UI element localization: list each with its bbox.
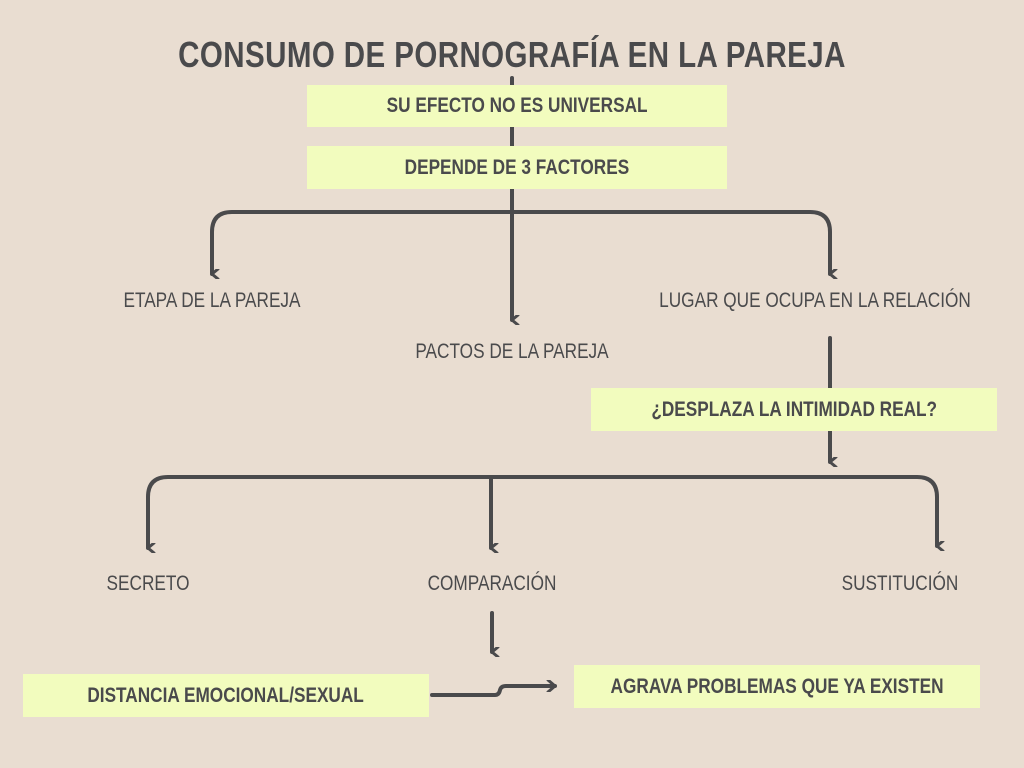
- factors-box: DEPENDE DE 3 FACTORES: [307, 146, 727, 189]
- factor-pactos: PACTOS DE LA PAREJA: [415, 340, 609, 363]
- distance-box: DISTANCIA EMOCIONAL/SEXUAL: [23, 674, 429, 717]
- question-box: ¿DESPLAZA LA INTIMIDAD REAL?: [591, 388, 997, 431]
- outcome-comparacion: COMPARACIÓN: [427, 572, 557, 595]
- question-text: ¿DESPLAZA LA INTIMIDAD REAL?: [651, 397, 937, 421]
- aggravates-text: AGRAVA PROBLEMAS QUE YA EXISTEN: [610, 674, 944, 698]
- effect-text: SU EFECTO NO ES UNIVERSAL: [386, 94, 648, 117]
- factor-etapa: ETAPA DE LA PAREJA: [123, 289, 301, 312]
- outcome-secreto: SECRETO: [106, 572, 190, 595]
- distance-to-aggravates-line: [430, 686, 557, 697]
- branch2-right-line: [828, 475, 937, 546]
- branch-right-line: [510, 210, 830, 274]
- factor-lugar: LUGAR QUE OCUPA EN LA RELACIÓN: [659, 289, 971, 312]
- effect-box: SU EFECTO NO ES UNIVERSAL: [307, 85, 727, 127]
- outcome-sustitucion: SUSTITUCIÓN: [841, 572, 959, 595]
- branch2-left-line: [146, 475, 832, 548]
- factors-text: DEPENDE DE 3 FACTORES: [404, 155, 630, 179]
- aggravates-box: AGRAVA PROBLEMAS QUE YA EXISTEN: [574, 665, 980, 708]
- page-title: CONSUMO DE PORNOGRAFÍA EN LA PAREJA: [178, 34, 846, 75]
- branch-left-line: [210, 210, 514, 274]
- distance-text: DISTANCIA EMOCIONAL/SEXUAL: [87, 683, 365, 707]
